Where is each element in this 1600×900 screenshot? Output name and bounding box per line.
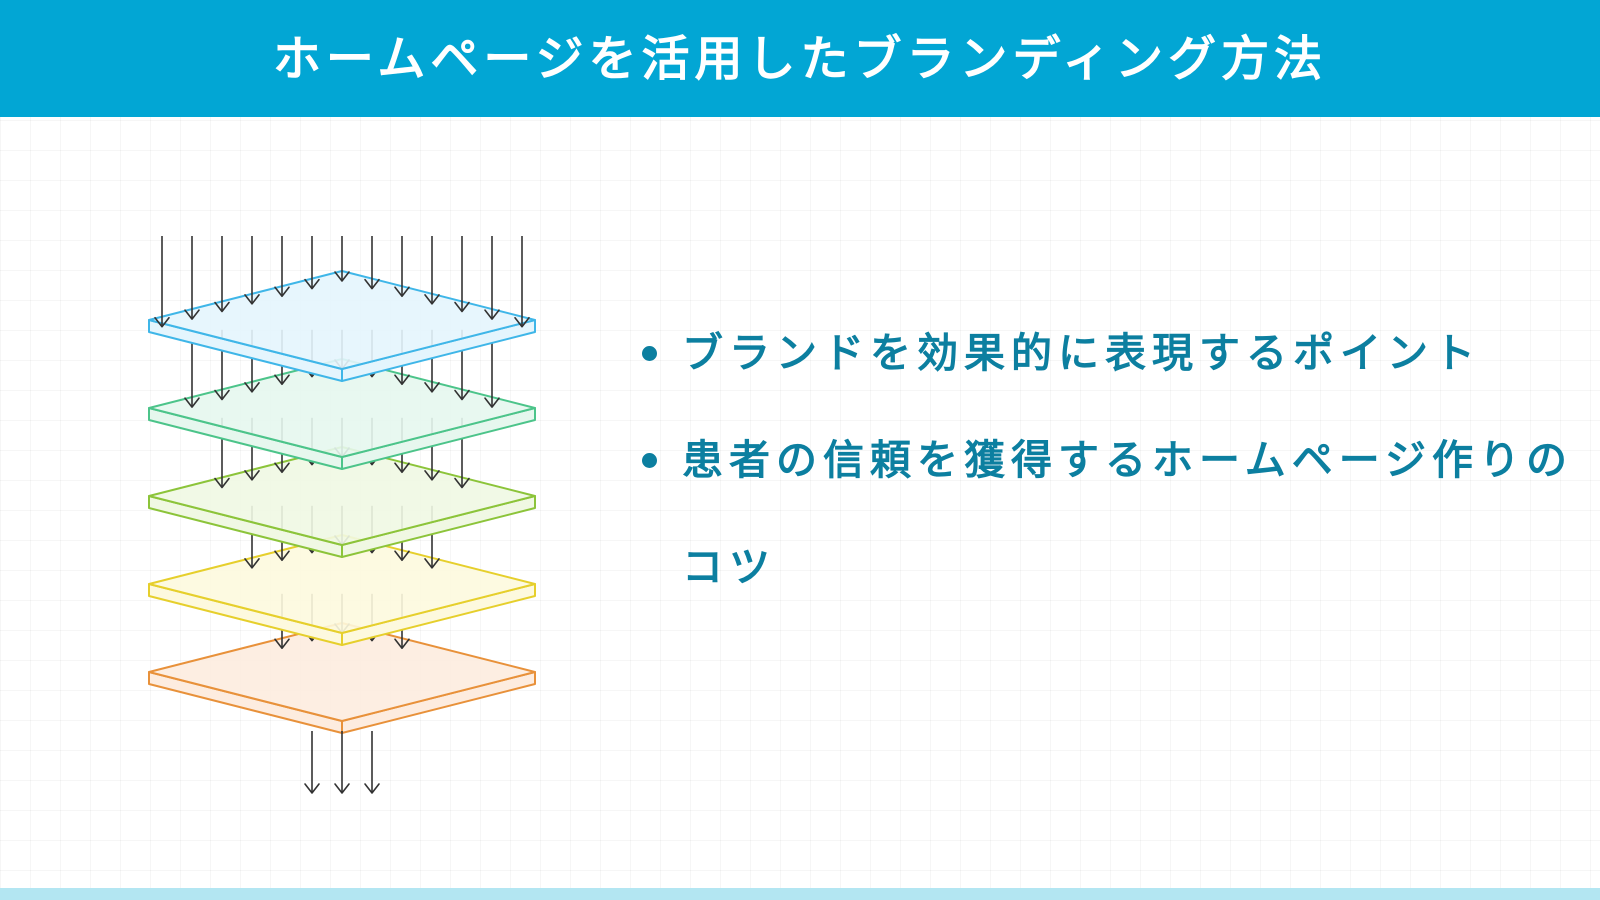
bullet-list: ブランドを効果的に表現するポイント 患者の信頼を獲得するホームページ作りのコツ: [638, 300, 1578, 621]
down-arrow-icon: [394, 236, 410, 298]
down-arrow-icon: [334, 236, 350, 282]
down-arrow-icon: [184, 236, 200, 320]
down-arrow-icon: [484, 236, 500, 320]
down-arrow-icon: [334, 731, 350, 794]
down-arrow-icon: [514, 236, 530, 328]
down-arrow-icon: [364, 236, 380, 290]
layer-plate: [148, 622, 536, 734]
down-arrow-icon: [304, 731, 320, 794]
bullet-dot-icon: [642, 453, 657, 468]
bullet-text: ブランドを効果的に表現するポイント: [682, 329, 1481, 377]
header-bar: ホームページを活用したブランディング方法: [0, 0, 1600, 117]
bullet-text: 患者の信頼を獲得するホームページ作りのコツ: [682, 436, 1573, 591]
down-arrow-icon: [214, 236, 230, 313]
down-arrow-icon: [304, 236, 320, 290]
bullet-dot-icon: [642, 346, 657, 361]
down-arrow-icon: [454, 236, 470, 313]
footer-band: [0, 888, 1600, 900]
down-arrow-icon: [274, 236, 290, 298]
bullet-item: 患者の信頼を獲得するホームページ作りのコツ: [638, 407, 1578, 621]
bullet-item: ブランドを効果的に表現するポイント: [638, 300, 1578, 407]
down-arrow-icon: [364, 731, 380, 794]
layered-filter-illustration: [148, 236, 536, 794]
page-title: ホームページを活用したブランディング方法: [272, 30, 1328, 87]
down-arrow-icon: [424, 236, 440, 305]
down-arrow-icon: [154, 236, 170, 328]
down-arrow-icon: [244, 236, 260, 305]
layer-plate: [148, 270, 536, 382]
